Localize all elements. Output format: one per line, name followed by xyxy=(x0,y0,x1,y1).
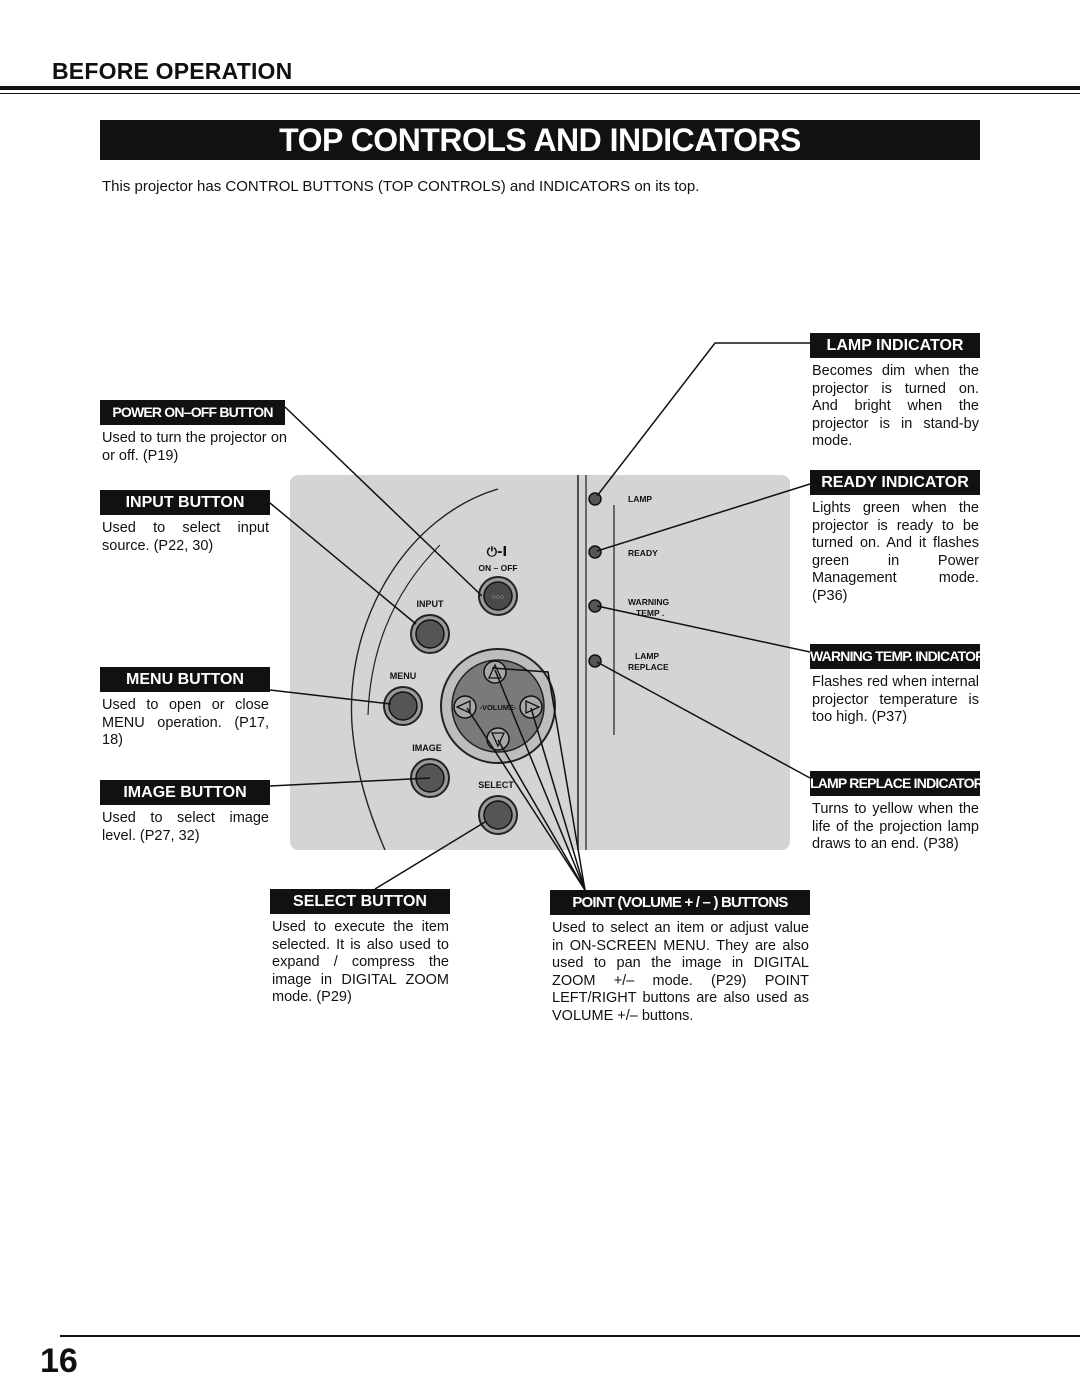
menu-button-desc: Used to open or close MENU operation. (P… xyxy=(102,697,269,749)
input-button-label: INPUT BUTTON xyxy=(100,490,270,515)
ready-indicator-led xyxy=(588,545,602,559)
image-button-label: IMAGE BUTTON xyxy=(100,780,270,805)
input-text: INPUT xyxy=(417,599,445,609)
header-rule-thin xyxy=(0,93,1080,94)
volume-text: -VOLUME- xyxy=(479,703,517,712)
replace-led-text: LAMP xyxy=(635,651,659,661)
warning-led-text-2: TEMP . xyxy=(636,608,664,618)
ready-indicator-desc: Lights green when the projector is ready… xyxy=(812,500,979,604)
point-buttons-desc: Used to select an item or adjust value i… xyxy=(552,920,809,1024)
lamp-led-text: LAMP xyxy=(628,494,652,504)
lamp-replace-indicator-led xyxy=(588,654,602,668)
warning-led-text: WARNING xyxy=(628,597,669,607)
input-button[interactable] xyxy=(415,619,445,649)
image-button-desc: Used to select image level. (P27, 32) xyxy=(102,810,269,844)
page-number: 16 xyxy=(40,1342,78,1380)
warning-temp-indicator-label: WARNING TEMP. INDICATOR xyxy=(810,644,985,669)
menu-button-label: MENU BUTTON xyxy=(100,667,270,692)
menu-button[interactable] xyxy=(388,691,418,721)
lamp-indicator-desc: Becomes dim when the projector is turned… xyxy=(812,363,979,450)
replace-led-text-2: REPLACE xyxy=(628,662,669,672)
ready-led-text: READY xyxy=(628,548,658,558)
control-panel-diagram: ⏻-I ON – OFF ○○○ INPUT MENU IMAGE SELECT… xyxy=(290,475,790,850)
section-title: BEFORE OPERATION xyxy=(52,58,293,84)
power-button[interactable] xyxy=(483,581,513,611)
image-text: IMAGE xyxy=(412,743,442,753)
header-rule xyxy=(0,86,1080,90)
image-button[interactable] xyxy=(415,763,445,793)
point-buttons-label: POINT (VOLUME + / – ) BUTTONS xyxy=(550,890,810,915)
warning-temp-indicator-desc: Flashes red when internal projector temp… xyxy=(812,674,979,726)
power-button-dots: ○○○ xyxy=(492,594,505,601)
ready-indicator-label: READY INDICATOR xyxy=(810,470,980,495)
arrow-left-icon xyxy=(455,699,471,715)
menu-text: MENU xyxy=(390,671,417,681)
intro-text: This projector has CONTROL BUTTONS (TOP … xyxy=(102,178,700,195)
warning-indicator-led xyxy=(588,599,602,613)
select-text: SELECT xyxy=(478,780,514,790)
lamp-indicator-label: LAMP INDICATOR xyxy=(810,333,980,358)
lamp-replace-indicator-desc: Turns to yellow when the life of the pro… xyxy=(812,801,979,853)
input-button-desc: Used to select input source. (P22, 30) xyxy=(102,520,269,554)
lamp-indicator-led xyxy=(588,492,602,506)
select-button-label: SELECT BUTTON xyxy=(270,889,450,914)
page-title: TOP CONTROLS AND INDICATORS xyxy=(100,120,980,160)
select-button-desc: Used to execute the item selected. It is… xyxy=(272,919,449,1006)
select-button[interactable] xyxy=(483,800,513,830)
lamp-replace-indicator-label: LAMP REPLACE INDICATOR xyxy=(810,771,984,796)
power-button-label: POWER ON–OFF BUTTON xyxy=(100,400,285,425)
on-off-text: ON – OFF xyxy=(478,563,517,573)
footer-rule xyxy=(60,1335,1080,1337)
power-button-desc: Used to turn the projector on or off. (P… xyxy=(102,430,287,464)
lamp-leader-line xyxy=(596,342,810,497)
power-symbol: ⏻-I xyxy=(487,545,508,560)
